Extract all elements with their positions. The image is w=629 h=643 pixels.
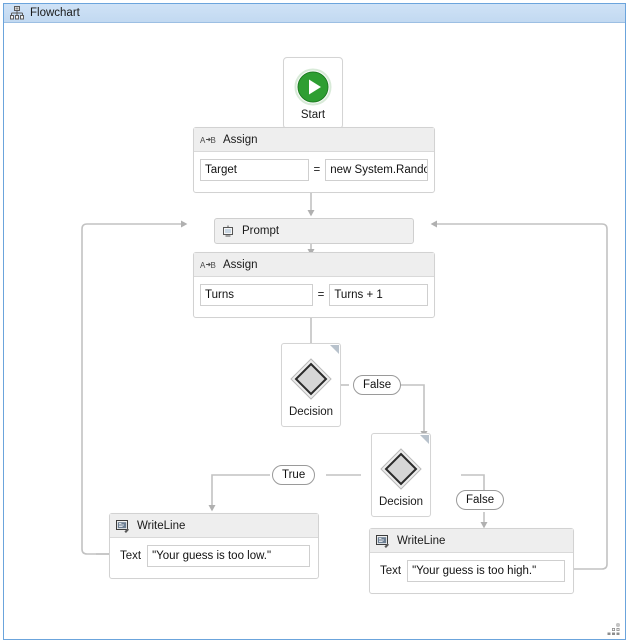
node-assign-turns[interactable]: A B Assign Turns = Turns + 1 <box>193 252 435 318</box>
svg-text:A: A <box>200 261 206 270</box>
svg-text:B: B <box>211 136 216 145</box>
node-start[interactable]: Start <box>283 57 343 129</box>
decision-one-corner-marker <box>330 345 339 354</box>
assign-target-to-field[interactable]: Target <box>200 159 309 181</box>
assign-target-header: A B Assign <box>194 128 434 152</box>
writeline-high-header: WriteLine <box>370 529 573 553</box>
play-circle-icon <box>294 68 332 105</box>
writeline-low-text-label: Text <box>120 550 142 562</box>
writeline-low-header: WriteLine <box>110 514 318 538</box>
assign-turns-header: A B Assign <box>194 253 434 277</box>
decision-diamond-icon <box>380 448 422 490</box>
assign-turns-title: Assign <box>223 258 258 271</box>
writeline-low-body: Text "Your guess is too low." <box>110 538 318 575</box>
node-assign-target[interactable]: A B Assign Target = new System.Randor <box>193 127 435 193</box>
writeline-console-icon <box>376 534 389 548</box>
assign-target-title: Assign <box>223 133 258 146</box>
wire-writeline-low-loopback-to-prompt <box>81 220 188 555</box>
assign-turns-operator: = <box>317 289 325 301</box>
decision-two-corner-marker <box>420 435 429 444</box>
node-decision-two[interactable]: Decision <box>371 433 431 517</box>
resize-grip-icon[interactable] <box>607 621 621 635</box>
designer-frame: Flowchart <box>3 3 626 640</box>
decision-diamond-icon <box>290 358 332 400</box>
branch-label-decision-one-false[interactable]: False <box>353 375 402 395</box>
writeline-low-text-field[interactable]: "Your guess is too low." <box>147 545 311 567</box>
assign-target-body: Target = new System.Randor <box>194 152 434 189</box>
assign-turns-to-field[interactable]: Turns <box>200 284 313 306</box>
assign-a-to-b-icon: A B <box>200 136 216 145</box>
wire-writeline-high-loopback-to-prompt <box>430 220 608 570</box>
start-label: Start <box>300 108 326 121</box>
wire-decision-two-false-stub <box>461 474 485 490</box>
writeline-high-title: WriteLine <box>397 534 446 547</box>
assign-a-to-b-icon: A B <box>200 261 216 270</box>
assign-turns-body: Turns = Turns + 1 <box>194 277 434 314</box>
prompt-title: Prompt <box>242 225 280 237</box>
writeline-console-icon <box>116 519 129 533</box>
wire-decision-two-true-to-writeline-low <box>208 474 270 512</box>
node-prompt[interactable]: Prompt <box>214 218 414 244</box>
wire-decision-one-false-to-decision-two <box>396 384 428 438</box>
writeline-high-body: Text "Your guess is too high." <box>370 553 573 590</box>
assign-target-value-field[interactable]: new System.Randor <box>325 159 428 181</box>
writeline-low-title: WriteLine <box>137 519 186 532</box>
branch-label-decision-two-true[interactable]: True <box>272 465 316 485</box>
decision-two-label: Decision <box>378 496 424 508</box>
writeline-high-text-label: Text <box>380 565 402 577</box>
designer-title: Flowchart <box>30 6 80 19</box>
decision-one-label: Decision <box>288 406 334 418</box>
prompt-dialog-icon <box>223 225 233 237</box>
assign-turns-value-field[interactable]: Turns + 1 <box>329 284 428 306</box>
svg-text:A: A <box>200 136 206 145</box>
node-decision-one[interactable]: Decision <box>281 343 341 427</box>
node-writeline-low[interactable]: WriteLine Text "Your guess is too low." <box>109 513 319 579</box>
svg-text:B: B <box>211 261 216 270</box>
flowchart-hierarchy-icon <box>10 6 24 20</box>
branch-label-decision-two-false[interactable]: False <box>456 490 505 510</box>
designer-titlebar[interactable]: Flowchart <box>4 4 625 23</box>
assign-target-operator: = <box>313 164 321 176</box>
node-writeline-high[interactable]: WriteLine Text "Your guess is too high." <box>369 528 574 594</box>
writeline-high-text-field[interactable]: "Your guess is too high." <box>407 560 566 582</box>
flowchart-canvas[interactable]: Start A B Assign Target = new System.Ran… <box>4 23 625 639</box>
